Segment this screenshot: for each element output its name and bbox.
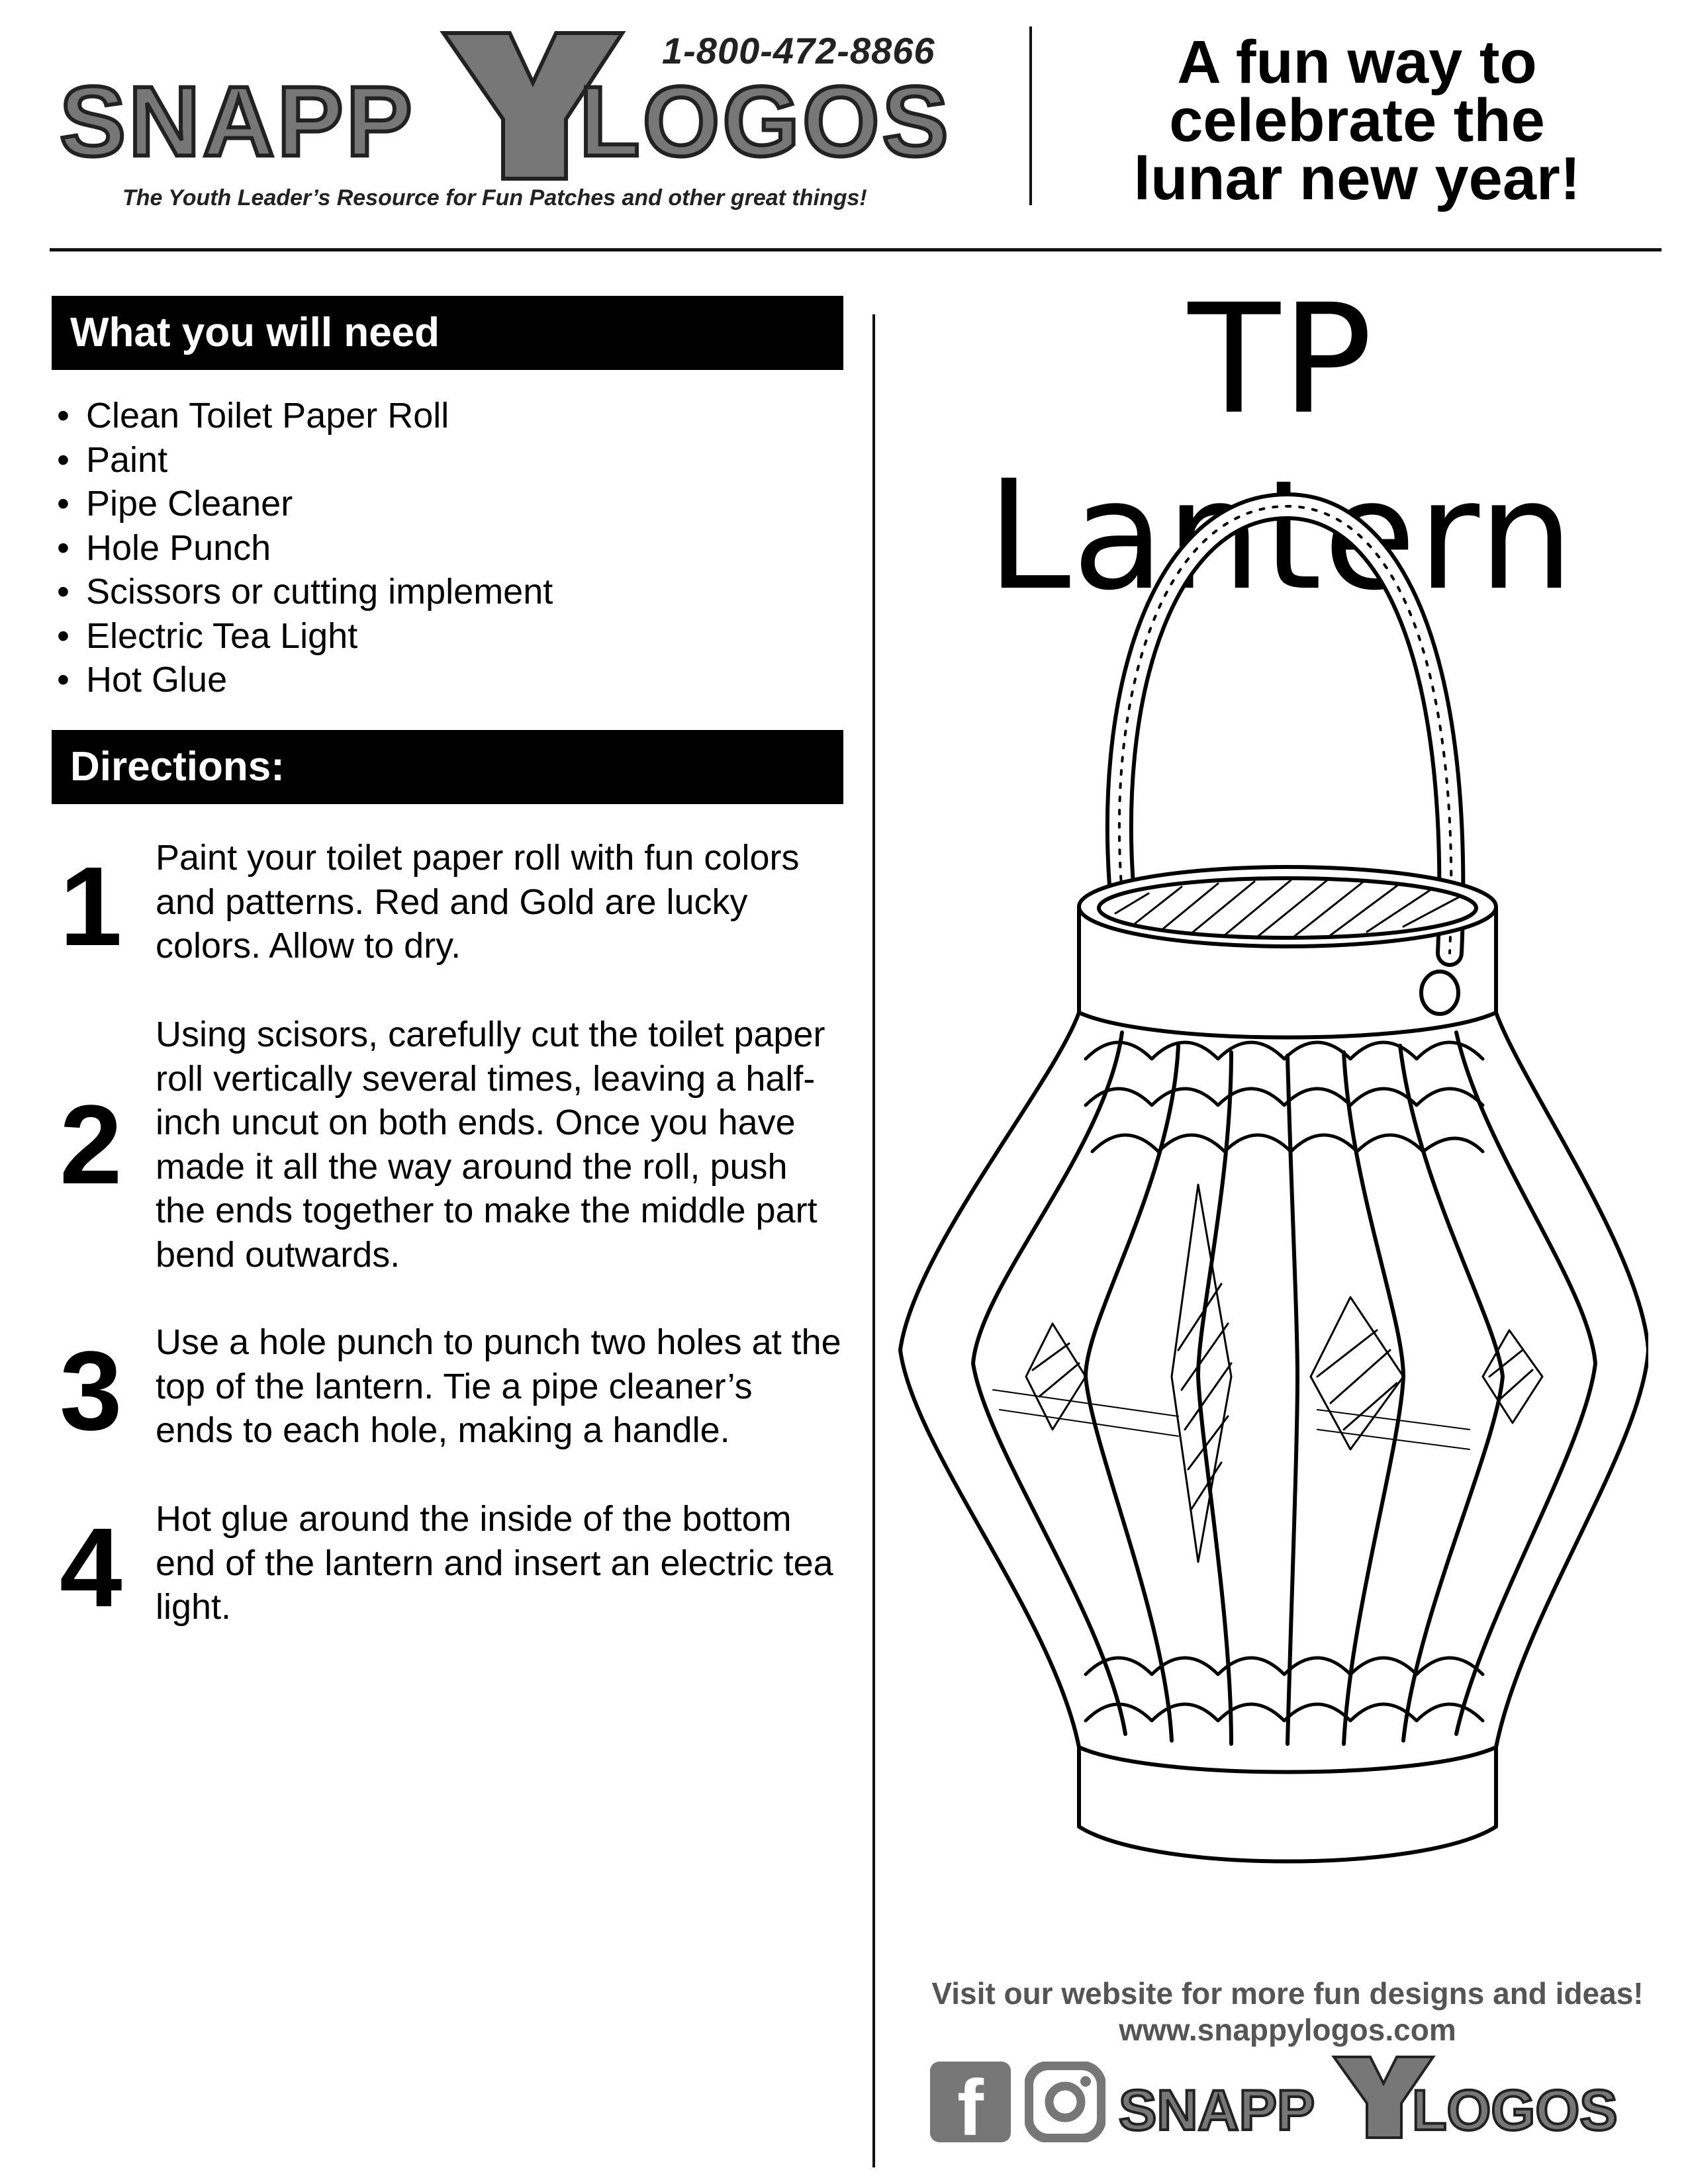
step-line: top of the lantern. Tie a pipe cleaner’s (156, 1366, 753, 1406)
step-line: and patterns. Red and Gold are lucky (156, 882, 748, 922)
step-number: 1 (60, 844, 122, 970)
step-number: 2 (60, 1082, 122, 1208)
footer-url-link[interactable]: www.snappylogos.com (1119, 2013, 1456, 2047)
step-line: inch uncut on both ends. Once you have (156, 1103, 796, 1142)
step-text: Using scisors, carefully cut the toilet … (156, 1013, 904, 1277)
header-rule (50, 248, 1662, 251)
footer-visit-text: Visit our website for more fun designs a… (931, 1976, 1644, 2011)
step-line: ends to each hole, making a handle. (156, 1410, 730, 1450)
svg-text:SNAPP: SNAPP (60, 66, 415, 177)
step-line: Use a hole punch to punch two holes at t… (156, 1322, 841, 1362)
facebook-icon[interactable]: f (930, 2062, 1011, 2142)
brand-logo-graphic: SNAPP LOGOS (58, 31, 951, 181)
footer-brand-logo: SNAPP LOGOS (1117, 2056, 1618, 2144)
list-item: Clean Toilet Paper Roll (52, 394, 553, 438)
needs-list: Clean Toilet Paper Roll Paint Pipe Clean… (52, 394, 553, 702)
svg-text:LOGOS: LOGOS (579, 66, 951, 177)
step-line: roll vertically several times, leaving a… (156, 1058, 816, 1099)
instagram-icon[interactable] (1025, 2062, 1105, 2142)
slogan-line: celebrate the (1169, 87, 1545, 154)
header-divider (1029, 26, 1032, 205)
step-text: Use a hole punch to punch two holes at t… (156, 1320, 904, 1453)
list-item: Hot Glue (52, 658, 553, 702)
phone-number: 1-800-472-8866 (662, 30, 935, 71)
step-line: colors. Allow to dry. (156, 926, 461, 966)
step-line: Hot glue around the inside of the bottom (156, 1499, 792, 1539)
svg-text:SNAPP: SNAPP (1119, 2079, 1315, 2142)
step-line: bend outwards. (156, 1234, 400, 1275)
step-line: end of the lantern and insert an electri… (156, 1543, 833, 1583)
brand-tagline: The Youth Leader’s Resource for Fun Patc… (122, 185, 867, 210)
step-line: Paint your toilet paper roll with fun co… (156, 838, 800, 878)
list-item: Scissors or cutting implement (52, 570, 553, 614)
list-item: Hole Punch (52, 526, 553, 570)
directions-heading: Directions: (52, 730, 843, 804)
step-number: 4 (60, 1505, 122, 1631)
step-number: 3 (60, 1328, 122, 1454)
list-item: Electric Tea Light (52, 614, 553, 659)
step-line: Using scisors, carefully cut the toilet … (156, 1015, 825, 1054)
slogan-line: lunar new year! (1133, 145, 1581, 212)
page-title: TP Lantern (986, 271, 1575, 623)
brand-logo: SNAPP LOGOS 1-800-472-8866 The Youth Lea… (46, 20, 1000, 218)
svg-text:LOGOS: LOGOS (1412, 2079, 1618, 2142)
lantern-illustration (898, 492, 1648, 1864)
list-item: Paint (52, 438, 553, 482)
step-text: Hot glue around the inside of the bottom… (156, 1497, 904, 1629)
step-line: the ends together to make the middle par… (156, 1191, 818, 1230)
step-line: made it all the way around the roll, pus… (156, 1146, 788, 1187)
slogan-line: A fun way to (1177, 28, 1537, 96)
needs-heading: What you will need (52, 296, 843, 370)
step-line: light. (156, 1587, 232, 1627)
header-slogan: A fun way to celebrate the lunar new yea… (1059, 28, 1655, 212)
step-text: Paint your toilet paper roll with fun co… (156, 836, 904, 968)
column-divider (872, 314, 875, 2167)
list-item: Pipe Cleaner (52, 482, 553, 526)
